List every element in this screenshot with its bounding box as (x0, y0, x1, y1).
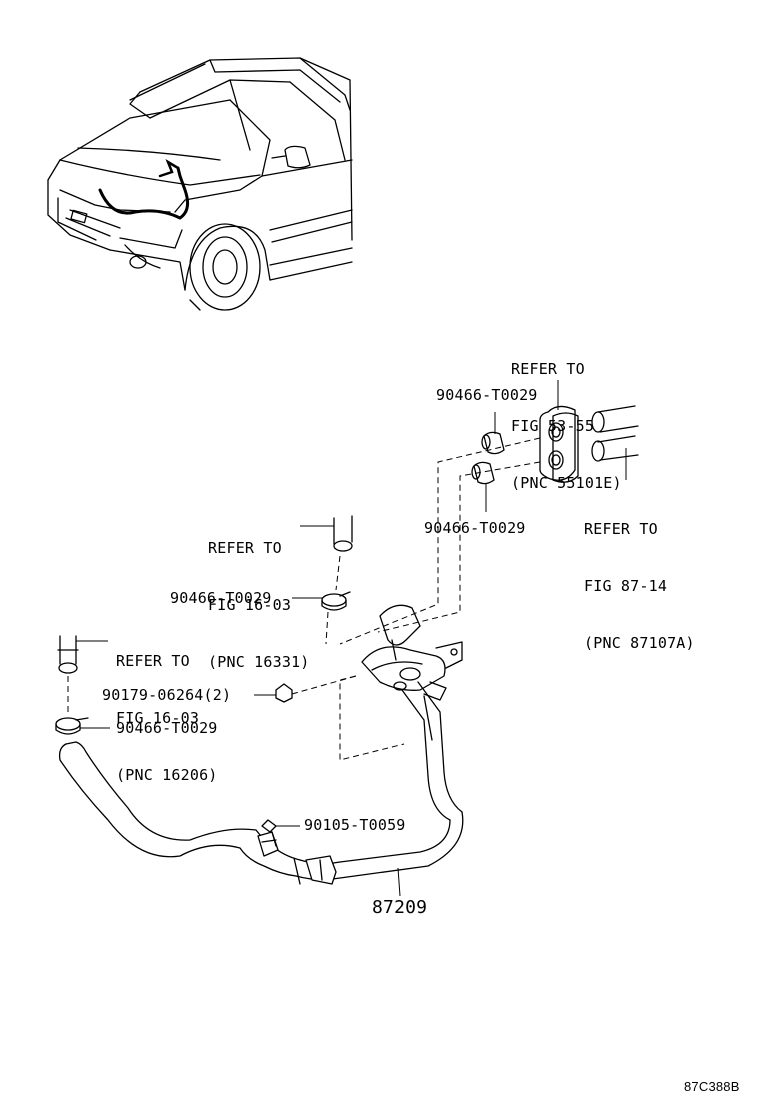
clamp-left (55, 717, 110, 735)
refer-16206-line-2: FIG 16-03 (116, 709, 200, 727)
refer-55101e-line-1: REFER TO (511, 360, 585, 378)
refer-16331-line-2: FIG 16-03 (208, 596, 292, 614)
refer-16206-line-1: REFER TO (116, 652, 190, 670)
refer-16331-line-1: REFER TO (208, 539, 282, 557)
part-number-nut: 90179-06264(2) (102, 686, 232, 704)
part-number-hose-assembly: 87209 (372, 897, 428, 918)
refer-55101e-line-3: (PNC 55101E) (511, 474, 622, 492)
figure-id: 87C388B (684, 1079, 740, 1094)
clamp-mid (292, 591, 351, 645)
vehicle-illustration (47, 57, 353, 311)
part-number-clamp-mid: 90466-T0029 (170, 589, 272, 607)
refer-16331-line-3: (PNC 16331) (208, 653, 310, 671)
refer-87107a-line-1: REFER TO (584, 520, 658, 538)
refer-16206-line-3: (PNC 16206) (116, 766, 218, 784)
refer-label-16206: REFER TO FIG 16-03 (PNC 16206) (116, 614, 218, 823)
hose-assembly-87209 (58, 604, 464, 897)
washer-tank-connector (539, 380, 579, 483)
refer-label-55101e: REFER TO FIG 53-55 (PNC 55101E) (511, 322, 622, 531)
refer-label-87107a: REFER TO FIG 87-14 (PNC 87107A) (584, 482, 695, 691)
clamp-upper-2 (471, 461, 495, 512)
clamp-upper-1 (481, 412, 505, 455)
part-number-clamp-upper: 90466-T0029 (436, 386, 538, 404)
refer-label-16331: REFER TO FIG 16-03 (PNC 16331) (208, 501, 310, 710)
refer-pipes-87107a (591, 405, 639, 480)
part-number-clamp-left: 90466-T0029 (116, 719, 218, 737)
refer-hose-16206 (57, 635, 108, 714)
refer-hose-16331 (300, 515, 353, 591)
refer-55101e-line-2: FIG 53-55 (511, 417, 595, 435)
part-number-bolt: 90105-T0059 (304, 816, 406, 834)
refer-87107a-line-3: (PNC 87107A) (584, 634, 695, 652)
part-number-clamp-lower: 90466-T0029 (424, 519, 526, 537)
refer-87107a-line-2: FIG 87-14 (584, 577, 668, 595)
